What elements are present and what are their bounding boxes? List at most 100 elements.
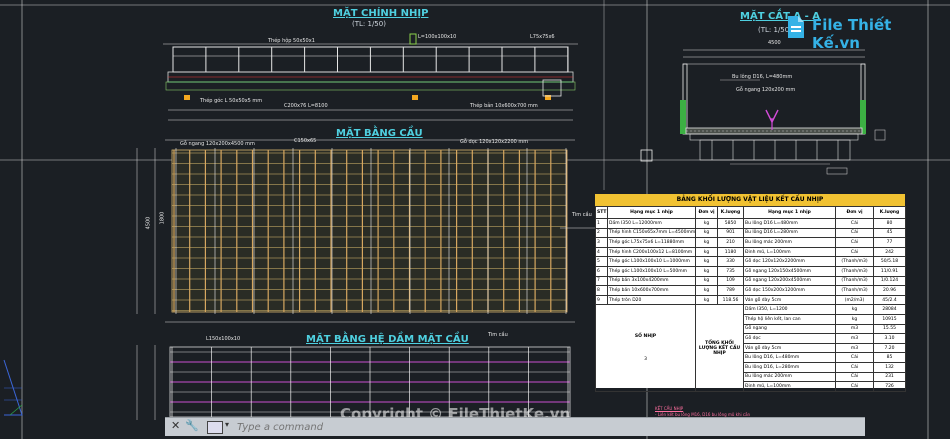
table-cell: kg bbox=[695, 218, 718, 229]
table-cell: 726 bbox=[873, 381, 906, 392]
customize-icon[interactable]: 🔧 bbox=[185, 419, 199, 432]
close-icon[interactable]: ✕ bbox=[171, 419, 181, 432]
table-cell: Gỗ ngang 120x150x4500mm bbox=[743, 265, 836, 277]
table-cell: 85 bbox=[873, 352, 906, 363]
table-cell: Thép góc L75x75x6 L=11880mm bbox=[607, 237, 696, 248]
plan-label-b: C150x65 bbox=[294, 138, 317, 144]
table-cell: 2 bbox=[595, 227, 608, 239]
table-cell: kg bbox=[835, 304, 874, 315]
table-cell: Thép bản 10x600x700mm bbox=[607, 285, 696, 296]
command-line-bar: ✕ 🔧 ▾ bbox=[165, 417, 865, 436]
table-cell: Cái bbox=[835, 218, 874, 229]
notes-line-1: - Liên kết bu lông M16, D16 bu lông mũ k… bbox=[655, 412, 751, 417]
beam-plan-title: MẶT BẰNG HỆ DẦM MẶT CẦU bbox=[306, 334, 469, 345]
table-cell: Cái bbox=[835, 227, 874, 239]
logo-text: File Thiết Kế.vn bbox=[812, 16, 892, 52]
table-cell: Thép hình C200x100x12 L=8100mm bbox=[607, 246, 696, 258]
table-header-6: K.lượng bbox=[873, 206, 906, 219]
beam-label-b: Tim cầu bbox=[488, 332, 508, 338]
table-cell: Đinh mũ, L=100mm bbox=[743, 246, 836, 258]
beam-label-a: L150x100x10 bbox=[206, 336, 241, 342]
table-header-4: Hạng mục 1 nhịp bbox=[743, 206, 836, 219]
table-cell: 11/0.91 bbox=[873, 265, 906, 277]
table-cell: (Thanh/m3) bbox=[835, 285, 874, 296]
table-cell: m3 bbox=[835, 333, 874, 344]
table-cell: (Thanh/m3) bbox=[835, 275, 874, 287]
table-cell: kg bbox=[695, 285, 718, 296]
table-cell: kg bbox=[695, 256, 718, 267]
sec-label-a: Bu lông D16, L=480mm bbox=[732, 74, 793, 80]
section-view bbox=[680, 49, 886, 175]
beam-plan-view bbox=[136, 345, 571, 420]
table-title: BẢNG KHỐI LƯỢNG VẬT LIỆU KẾT CẤU NHỊP bbox=[595, 194, 905, 206]
table-cell: m3 bbox=[835, 323, 874, 335]
table-cell: 3 bbox=[595, 237, 608, 248]
command-input[interactable] bbox=[235, 420, 839, 435]
table-cell: Bu lông mác 200mm bbox=[743, 371, 836, 383]
table-cell: 45 bbox=[873, 227, 906, 239]
chevron-down-icon[interactable]: ▾ bbox=[225, 420, 230, 429]
table-cell: 132 bbox=[873, 361, 906, 373]
table-cell: 789 bbox=[717, 285, 744, 296]
table-cell: 1 bbox=[595, 218, 608, 229]
table-header-3: K.lượng bbox=[717, 206, 744, 219]
table-cell: 7 bbox=[595, 275, 608, 287]
sec-dim-4500: 4500 bbox=[768, 40, 781, 46]
table-cell: Thép hộ liên kết, lan can bbox=[743, 313, 836, 325]
table-cell: Thép bản 3x100x4200mm bbox=[607, 275, 696, 287]
elev-label-f: Thép bản 10x600x700 mm bbox=[470, 103, 538, 109]
table-cell: kg bbox=[695, 237, 718, 248]
table-cell: 28084 bbox=[873, 304, 906, 315]
table-cell: Thép tròn D20 bbox=[607, 294, 696, 306]
table-cell: Bu lông D16 L=480mm bbox=[743, 218, 836, 229]
table-cell: kg bbox=[695, 246, 718, 258]
table-cell: 735 bbox=[717, 265, 744, 277]
logo-icon bbox=[788, 16, 804, 38]
table-cell: 9 bbox=[595, 294, 608, 306]
elev-label-b: L=100x100x10 bbox=[418, 34, 457, 40]
table-cell: 80 bbox=[873, 218, 906, 229]
table-cell: 5 bbox=[595, 256, 608, 267]
table-cell: Cái bbox=[835, 246, 874, 258]
command-history-icon[interactable] bbox=[207, 421, 223, 434]
plan-title: MẶT BẰNG CẦU bbox=[336, 128, 423, 139]
table-cell: 50/5.18 bbox=[873, 256, 906, 267]
table-cell: 8 bbox=[595, 285, 608, 296]
table-cell: Cái bbox=[835, 352, 874, 363]
section-title: MẶT CẮT A - A bbox=[740, 11, 820, 22]
table-cell: (Thanh/m3) bbox=[835, 265, 874, 277]
table-cell: 10915 bbox=[873, 313, 906, 325]
table-cell: Bu lông mác 200mm bbox=[743, 237, 836, 248]
table-cell: 45/2.4 bbox=[873, 294, 906, 306]
so-nhip-value: 3 bbox=[644, 357, 647, 363]
tong-khoi-luong-cell: TỔNG KHỐI LƯỢNG KẾT CẤU NHỊP bbox=[695, 304, 744, 392]
table-cell: 20.96 bbox=[873, 285, 906, 296]
quantity-table: BẢNG KHỐI LƯỢNG VẬT LIỆU KẾT CẤU NHỊP ST… bbox=[595, 194, 906, 392]
table-cell: 5850 bbox=[717, 218, 744, 229]
table-cell: Bu lông D16, L=480mm bbox=[743, 352, 836, 363]
table-cell: 330 bbox=[717, 256, 744, 267]
plan-label-c: Gỗ dọc 120x120x2200 mm bbox=[460, 139, 529, 145]
sec-label-b: Gỗ ngang 120x200 mm bbox=[736, 87, 796, 93]
table-cell: 3.10 bbox=[873, 333, 906, 344]
table-cell: Gỗ dọc 150x200x1200mm bbox=[743, 285, 836, 296]
table-cell: 1/0.124 bbox=[873, 275, 906, 287]
elev-label-c: L75x75x6 bbox=[530, 34, 555, 40]
table-cell: Thép góc L100x100x10 L=500mm bbox=[607, 265, 696, 277]
table-header-5: Đơn vị bbox=[835, 206, 874, 219]
table-cell: 77 bbox=[873, 237, 906, 248]
table-cell: 118.56 bbox=[717, 294, 744, 306]
table-cell: Bu lông D16 L=280mm bbox=[743, 227, 836, 239]
